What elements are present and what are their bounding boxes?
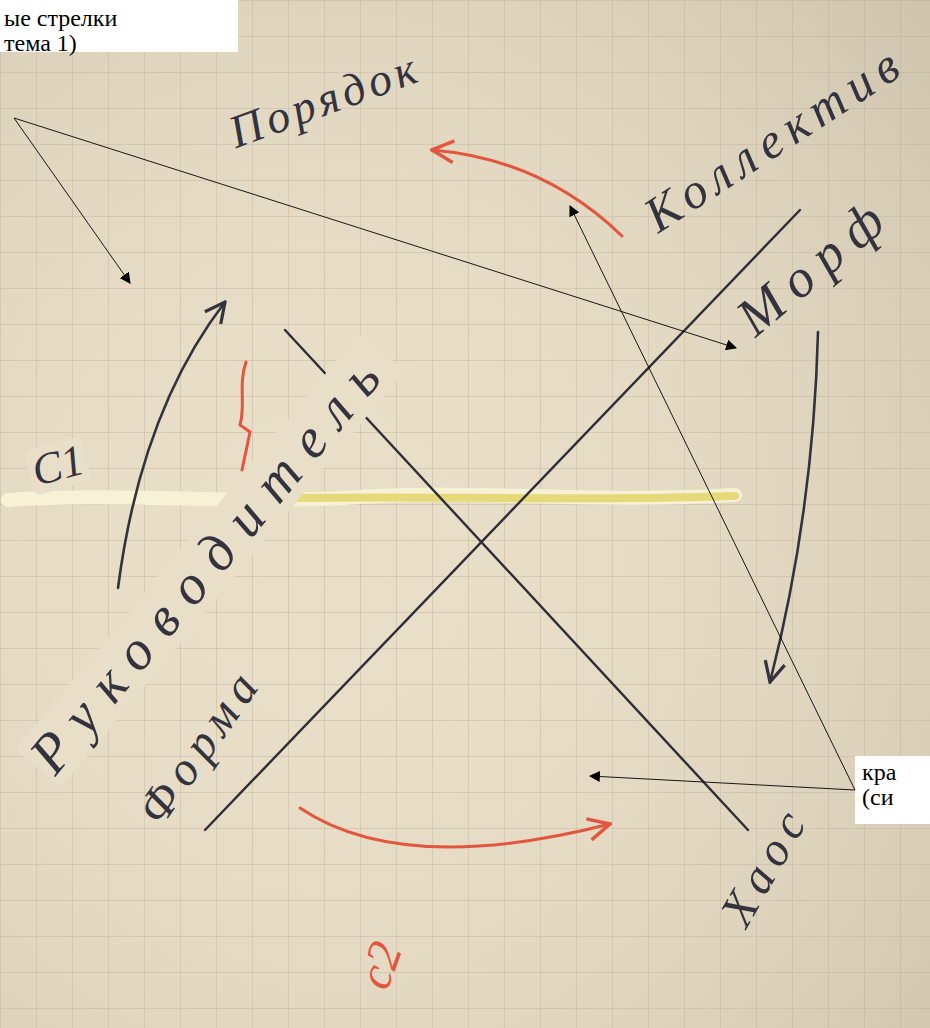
red-arrow xyxy=(300,808,610,847)
pole-label: c2 xyxy=(349,935,412,995)
red-arrow xyxy=(432,150,622,236)
black-arrow xyxy=(770,332,818,682)
pole-label: C1 xyxy=(23,436,92,496)
note-text: ые стрелки тема 1) xyxy=(4,6,139,56)
note-ground xyxy=(855,756,930,824)
yellow-smear xyxy=(8,495,735,500)
red-bracket xyxy=(240,362,250,470)
note-text: кра (си xyxy=(862,760,910,810)
leader-line xyxy=(14,118,130,283)
pole-label: Хаос xyxy=(711,796,820,934)
leader-line xyxy=(590,776,855,790)
leader-line xyxy=(14,118,736,348)
pole-label: Морф xyxy=(726,184,904,346)
yellow-axis xyxy=(250,496,735,499)
axis-line xyxy=(205,210,800,830)
pole-label: Форма xyxy=(128,657,273,833)
pole-label: Порядок xyxy=(223,43,427,157)
